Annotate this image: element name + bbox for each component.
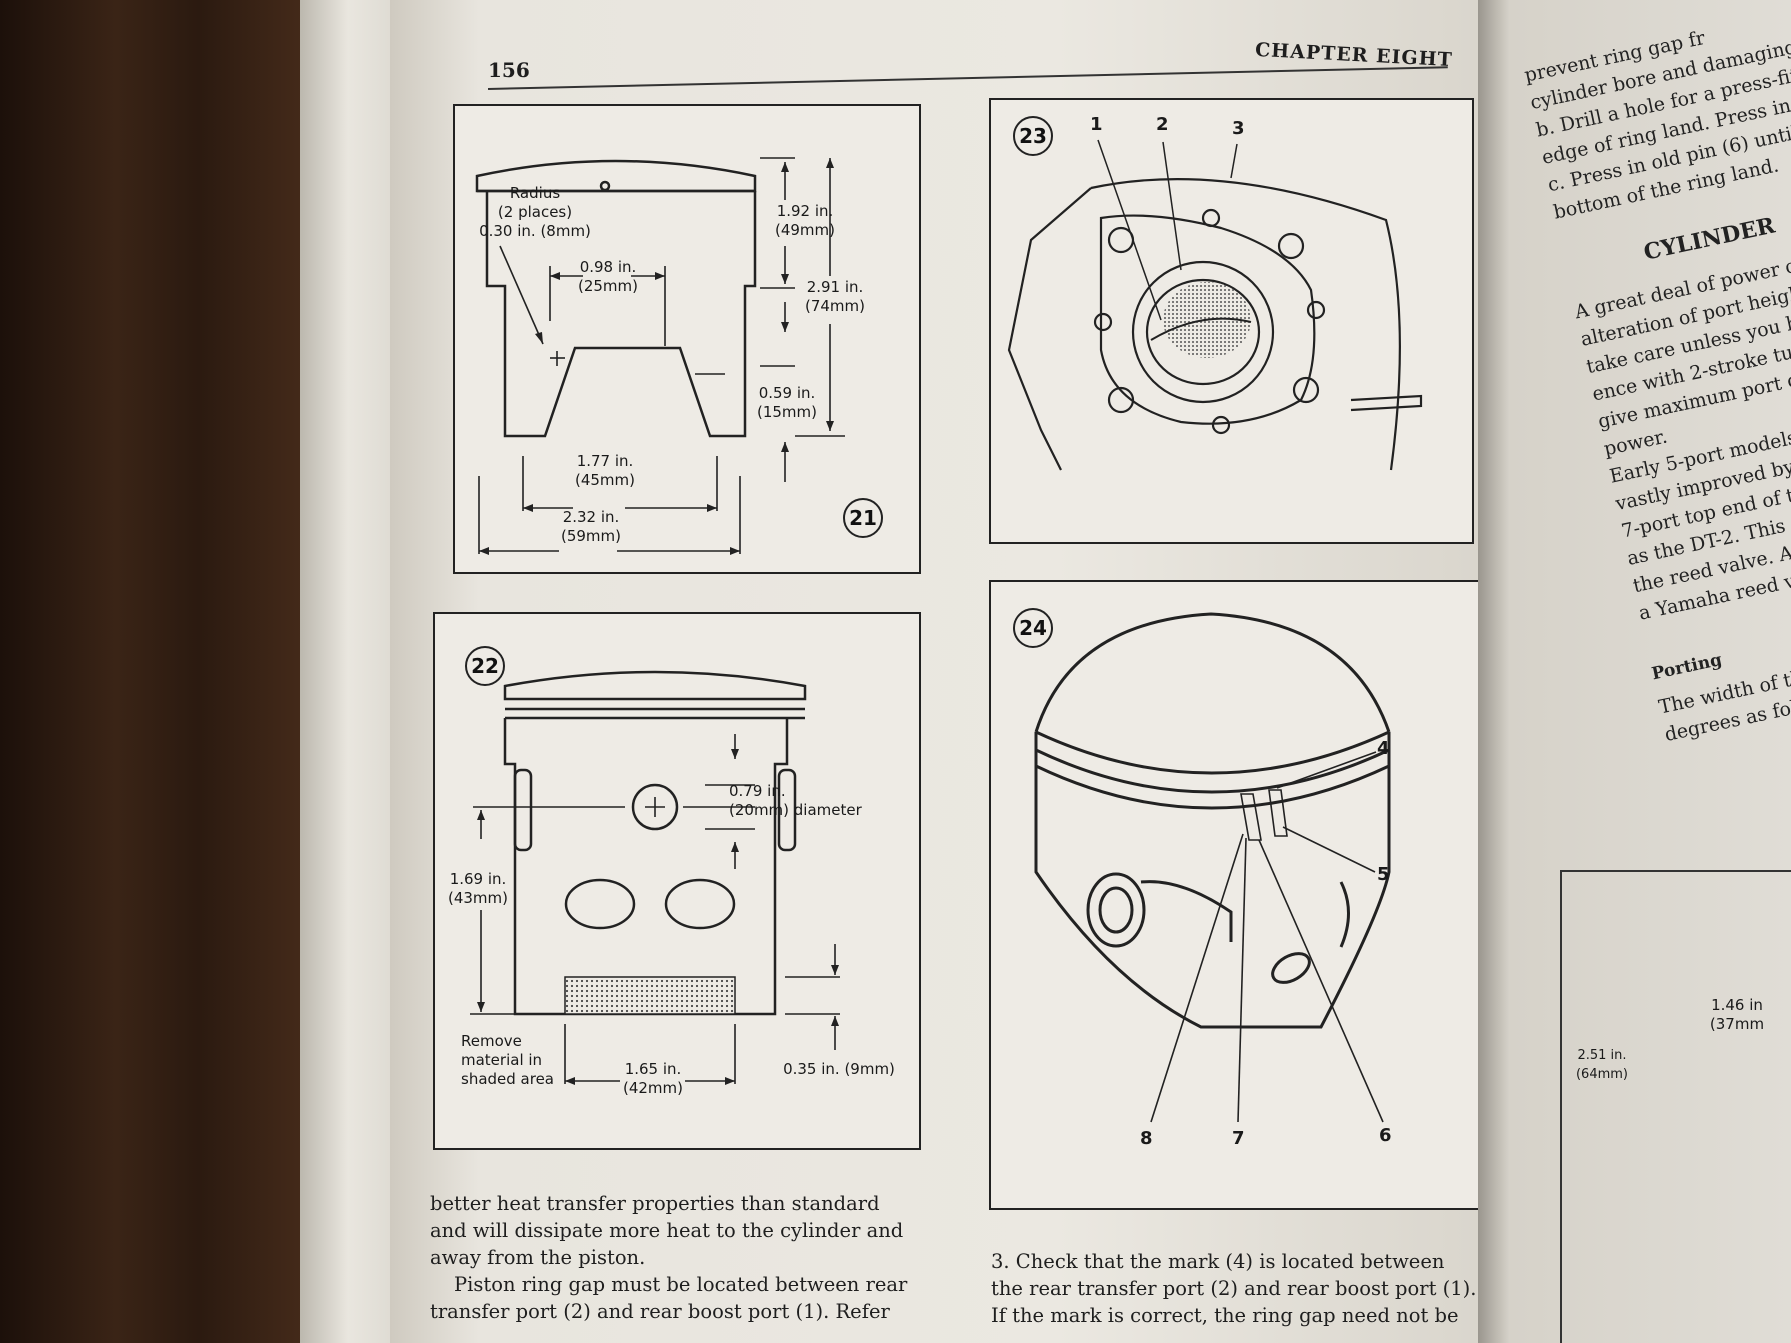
book-page: 156 CHAPTER EIGHT — [390, 0, 1500, 1343]
figure-number-badge: 22 — [465, 646, 505, 686]
facing-diagram: 1.46 in(37mm 2.51 in.(64mm) — [1560, 870, 1791, 1343]
bottom-height-dimension: 0.35 in. (9mm) — [783, 1060, 895, 1078]
figure-24: 24 4 5 6 7 8 — [989, 580, 1498, 1210]
callout-5: 5 — [1377, 864, 1390, 885]
figure-22: 22 0.79 in.(20mm) diameter 1.69 in.(43mm… — [433, 612, 921, 1150]
dim-window-top: 0.98 in.(25mm) — [577, 258, 638, 295]
callout-1: 1 — [1090, 114, 1103, 135]
callout-8: 8 — [1140, 1128, 1153, 1149]
bottom-width-dimension: 1.65 in.(42mm) — [622, 1060, 683, 1097]
body-text-right: 3. Check that the mark (4) is located be… — [991, 1250, 1477, 1327]
hole-dimension: 0.79 in.(20mm) diameter — [729, 782, 862, 819]
piston-ring-drawing — [1034, 612, 1391, 1123]
left-height-dimension: 1.69 in.(43mm) — [447, 870, 508, 907]
dim-top-height: 1.92 in.(49mm) — [774, 202, 835, 239]
facing-dim-1: 1.46 in(37mm — [1709, 996, 1765, 1033]
dim-overall-width: 2.32 in.(59mm) — [560, 508, 621, 545]
piston-side-profile-drawing — [475, 157, 845, 555]
header-rule — [488, 66, 1448, 90]
facing-dim-2: 2.51 in.(64mm) — [1575, 1048, 1628, 1082]
dim-total-height: 2.91 in.(74mm) — [804, 278, 865, 315]
facing-page: prevent ring gap fr cylinder bore and da… — [1478, 0, 1791, 1343]
callout-7: 7 — [1232, 1128, 1245, 1149]
facing-heading: CYLINDER — [1641, 212, 1778, 266]
figure-number-badge: 21 — [843, 498, 883, 538]
dim-pin-offset: 0.59 in.(15mm) — [756, 384, 817, 421]
callout-4: 4 — [1377, 738, 1390, 759]
callout-6: 6 — [1379, 1125, 1392, 1146]
callout-3: 3 — [1232, 118, 1245, 139]
cylinder-head-drawing — [1007, 139, 1423, 471]
piston-front-drawing — [470, 670, 840, 1085]
facing-text-mid: A great deal of power can b alteration o… — [1572, 246, 1791, 625]
figure-number-badge: 23 — [1013, 116, 1053, 156]
figure-23: 23 1 2 3 — [989, 98, 1474, 544]
figure-21: Radius(2 places)0.30 in. (8mm) 1.92 in.(… — [453, 104, 921, 574]
page-number: 156 — [488, 58, 530, 82]
dim-window-bottom: 1.77 in.(45mm) — [574, 452, 635, 489]
figure-number-badge: 24 — [1013, 608, 1053, 648]
radius-label: Radius(2 places)0.30 in. (8mm) — [479, 184, 591, 240]
wood-background — [0, 0, 330, 1343]
callout-2: 2 — [1156, 114, 1169, 135]
facing-text-top: prevent ring gap fr cylinder bore and da… — [1522, 26, 1791, 224]
body-text-left: better heat transfer properties than sta… — [430, 1192, 908, 1323]
